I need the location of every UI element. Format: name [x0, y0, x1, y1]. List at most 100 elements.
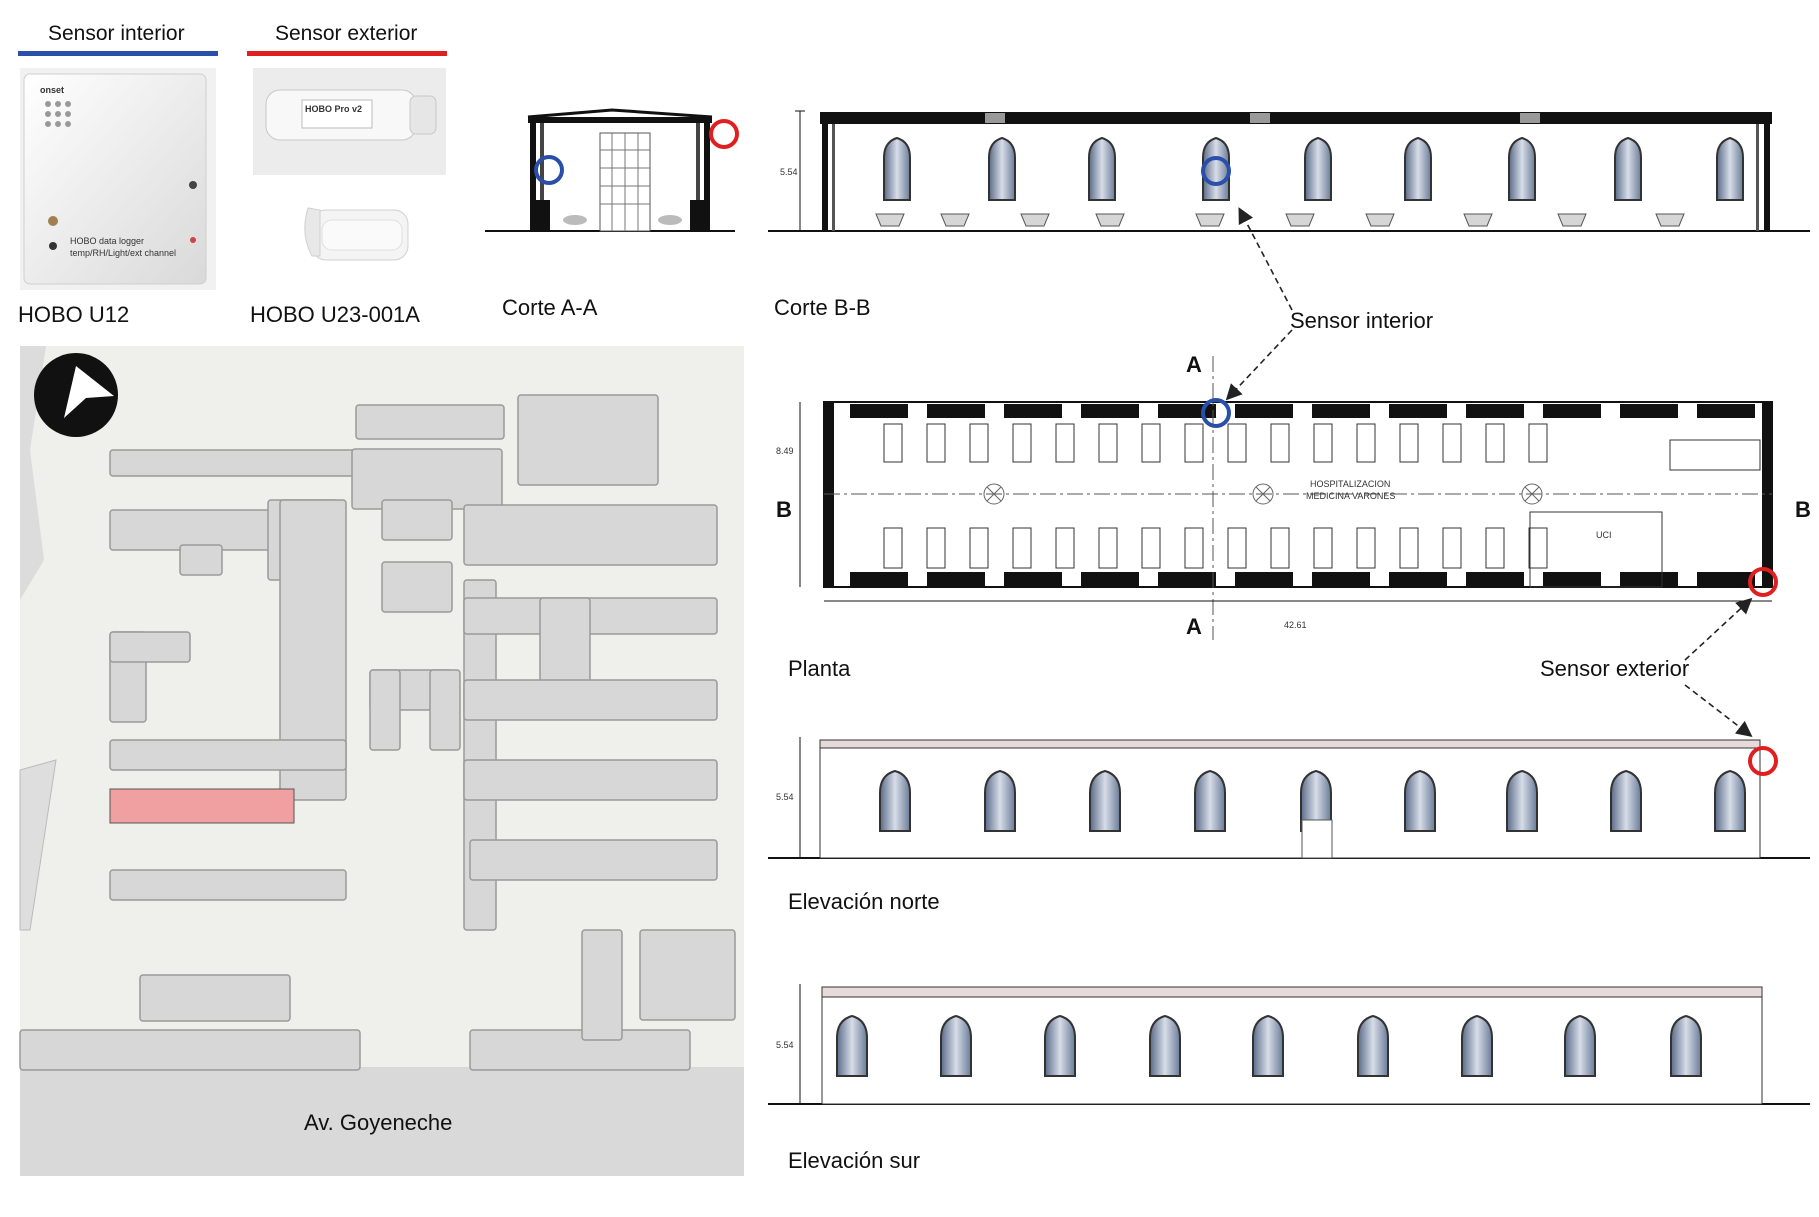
plan-wall-bottom	[927, 572, 985, 586]
bb-bed	[1195, 213, 1225, 227]
plan-bed-bottom	[1270, 527, 1290, 569]
ward-line2: MEDICINA VARONES	[1306, 491, 1395, 501]
planta-caption: Planta	[788, 656, 851, 681]
u12-brand: onset	[40, 85, 64, 95]
plan-bed-bottom	[1141, 527, 1161, 569]
south-window	[836, 1014, 868, 1077]
map-building	[279, 499, 347, 801]
exterior-callout-arrow-2	[1684, 684, 1753, 737]
plan-wall-top	[1697, 404, 1755, 418]
cut-mark-b-left: B	[776, 497, 792, 522]
north-arrow-icon	[34, 353, 118, 437]
plan-bed-top	[1528, 423, 1548, 463]
map-building	[463, 504, 718, 566]
plan-wall-bottom	[1081, 572, 1139, 586]
plan-bed-top	[1356, 423, 1376, 463]
north-window	[879, 769, 911, 832]
plan-wall-top	[927, 404, 985, 418]
plan-bed-bottom	[1356, 527, 1376, 569]
section-bb-drawing: 5.54	[768, 110, 1810, 232]
plan-wall-top	[1312, 404, 1370, 418]
plan-wall-bottom	[1158, 572, 1216, 586]
south-window	[1670, 1014, 1702, 1077]
plan-bed-top	[1141, 423, 1161, 463]
bb-window	[1508, 136, 1536, 201]
plan-bed-top	[1313, 423, 1333, 463]
north-window	[1194, 769, 1226, 832]
interior-sensor-marker-bb	[1201, 156, 1231, 186]
hobo-u23-photo: HOBO Pro v2	[253, 68, 446, 261]
elevacion-norte-caption: Elevación norte	[788, 889, 940, 914]
map-building	[639, 929, 736, 1021]
bb-window	[883, 136, 911, 201]
floor-plan-drawing: HOSPITALIZACION MEDICINA VARONES UCI 8.4…	[776, 352, 1811, 640]
plan-wall-top	[1466, 404, 1524, 418]
map-building	[109, 739, 347, 771]
plan-wall-top	[1004, 404, 1062, 418]
south-window	[1357, 1014, 1389, 1077]
south-elevation-drawing: 5.54	[768, 984, 1810, 1105]
plan-wall-top	[1389, 404, 1447, 418]
bb-height-dim: 5.54	[780, 167, 798, 177]
map-building	[109, 869, 347, 901]
map-building	[139, 974, 291, 1022]
north-window	[1506, 769, 1538, 832]
map-building	[463, 759, 718, 801]
plan-length-dim: 42.61	[1284, 620, 1307, 630]
bb-window	[1088, 136, 1116, 201]
plan-bed-bottom	[1012, 527, 1032, 569]
plan-wall-bottom	[1389, 572, 1447, 586]
ward-line1: HOSPITALIZACION	[1310, 479, 1390, 489]
map-building	[19, 1029, 361, 1071]
bb-window	[1202, 136, 1230, 201]
plan-bed-top	[969, 423, 989, 463]
plan-bed-top	[1442, 423, 1462, 463]
elevacion-sur-caption: Elevación sur	[788, 1148, 921, 1173]
plan-wall-bottom	[1543, 572, 1601, 586]
bb-window	[1614, 136, 1642, 201]
hobo-u12-photo: onset HOBO data logger temp/RH/Light/ext…	[20, 68, 216, 290]
plan-wall-bottom	[1620, 572, 1678, 586]
plan-wall-top	[1620, 404, 1678, 418]
bb-bed	[940, 213, 970, 227]
plan-bed-bottom	[1528, 527, 1548, 569]
map-building	[355, 404, 505, 440]
bb-bed	[1020, 213, 1050, 227]
cut-mark-a-bottom: A	[1186, 614, 1202, 639]
plan-wall-bottom	[1312, 572, 1370, 586]
plan-bed-top	[883, 423, 903, 463]
u12-text: HOBO data logger	[70, 236, 144, 246]
plan-bed-top	[1184, 423, 1204, 463]
map-building	[109, 631, 191, 663]
plan-bed-bottom	[969, 527, 989, 569]
hobo-u23-caption: HOBO U23-001A	[250, 302, 420, 327]
north-window	[1610, 769, 1642, 832]
map-building	[109, 449, 361, 477]
map-building	[469, 839, 718, 881]
cut-mark-a-top: A	[1186, 352, 1202, 377]
corte-bb-caption: Corte B-B	[774, 295, 871, 320]
south-window	[1252, 1014, 1284, 1077]
plan-bed-bottom	[1485, 527, 1505, 569]
corte-aa-caption: Corte A-A	[502, 295, 598, 320]
map-building	[429, 669, 461, 751]
plan-bed-bottom	[1184, 527, 1204, 569]
u23-brand: HOBO Pro v2	[305, 104, 362, 114]
bb-bed	[1365, 213, 1395, 227]
bb-window	[988, 136, 1016, 201]
south-window	[1461, 1014, 1493, 1077]
map-highlighted-building	[109, 788, 295, 824]
interior-sensor-marker-aa	[534, 155, 564, 185]
plan-bed-top	[1270, 423, 1290, 463]
exterior-callout-arrow-1	[1684, 597, 1753, 661]
bb-window	[1716, 136, 1744, 201]
plan-bed-top	[1055, 423, 1075, 463]
north-elevation-drawing: 5.54	[768, 737, 1810, 859]
map-building	[581, 929, 623, 1041]
plan-bed-bottom	[1313, 527, 1333, 569]
north-window	[1300, 769, 1332, 832]
plan-bed-top	[1098, 423, 1118, 463]
bb-bed	[1095, 213, 1125, 227]
map-building	[369, 669, 401, 751]
south-height-dim: 5.54	[776, 1040, 794, 1050]
